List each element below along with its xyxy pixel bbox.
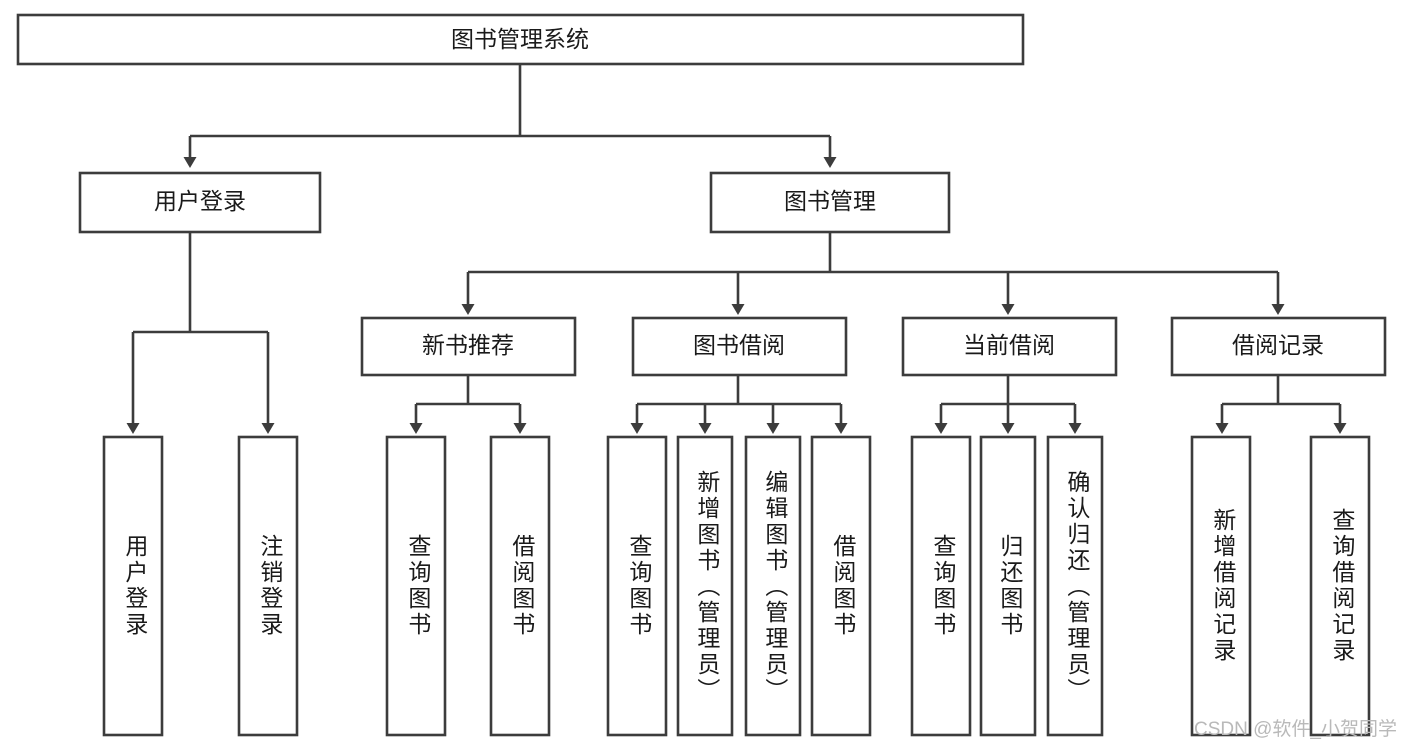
leaf-rect-user-logout[interactable] xyxy=(237,435,299,737)
node-borrow-record-label: 借阅记录 xyxy=(1232,332,1324,358)
node-book-borrow[interactable]: 图书借阅 xyxy=(631,316,848,377)
leaf-label-layer: 用户登录 注销登录 查询图书 借阅图书 查询图书 新增图书（管理员） 编辑图书（… xyxy=(122,470,1356,704)
leaf-label-borrow-book-1: 借阅图书 xyxy=(509,534,536,638)
node-book-management[interactable]: 图书管理 xyxy=(709,171,951,234)
leaf-rect-borrow-book-1[interactable] xyxy=(489,435,551,737)
node-current-borrow-label: 当前借阅 xyxy=(963,332,1055,358)
leaf-rect-user-login[interactable] xyxy=(102,435,164,737)
leaf-rect-return-book[interactable] xyxy=(979,435,1037,737)
leaf-rect-query-book-3[interactable] xyxy=(910,435,972,737)
leaf-label-return-book: 归还图书 xyxy=(997,534,1024,638)
leaf-rect-confirm-return[interactable] xyxy=(1046,435,1104,737)
leaf-rect-layer xyxy=(102,435,1371,737)
leaf-label-add-record: 新增借阅记录 xyxy=(1210,508,1237,664)
node-book-management-label: 图书管理 xyxy=(784,188,876,214)
leaf-label-add-book: 新增图书（管理员） xyxy=(694,470,721,704)
leaf-rect-query-book-2[interactable] xyxy=(606,435,668,737)
node-current-borrow[interactable]: 当前借阅 xyxy=(901,316,1118,377)
node-new-book-recommend-label: 新书推荐 xyxy=(422,332,514,358)
leaf-label-confirm-return: 确认归还（管理员） xyxy=(1064,470,1091,704)
leaf-rect-add-book[interactable] xyxy=(676,435,734,737)
node-book-borrow-label: 图书借阅 xyxy=(693,332,785,358)
leaf-label-query-book-2: 查询图书 xyxy=(626,534,653,638)
node-root[interactable]: 图书管理系统 xyxy=(16,13,1025,66)
leaf-label-query-book-3: 查询图书 xyxy=(930,534,957,638)
node-new-book-recommend[interactable]: 新书推荐 xyxy=(360,316,577,377)
leaf-rect-query-book-1[interactable] xyxy=(385,435,447,737)
node-user-login-label: 用户登录 xyxy=(154,188,246,214)
node-user-login[interactable]: 用户登录 xyxy=(78,171,322,234)
leaf-label-query-record: 查询借阅记录 xyxy=(1329,508,1356,664)
leaf-label-user-login: 用户登录 xyxy=(122,534,149,638)
leaf-label-borrow-book-2: 借阅图书 xyxy=(830,534,857,638)
leaf-rect-add-record[interactable] xyxy=(1190,435,1252,737)
leaf-label-query-book-1: 查询图书 xyxy=(405,534,432,638)
leaf-label-edit-book: 编辑图书（管理员） xyxy=(762,470,789,704)
leaf-rect-query-record[interactable] xyxy=(1309,435,1371,737)
node-root-label: 图书管理系统 xyxy=(451,26,589,52)
leaf-rect-edit-book[interactable] xyxy=(744,435,802,737)
leaf-label-user-logout: 注销登录 xyxy=(257,534,284,638)
leaf-rect-borrow-book-2[interactable] xyxy=(810,435,872,737)
node-borrow-record[interactable]: 借阅记录 xyxy=(1170,316,1387,377)
connector-layer xyxy=(126,64,1347,434)
